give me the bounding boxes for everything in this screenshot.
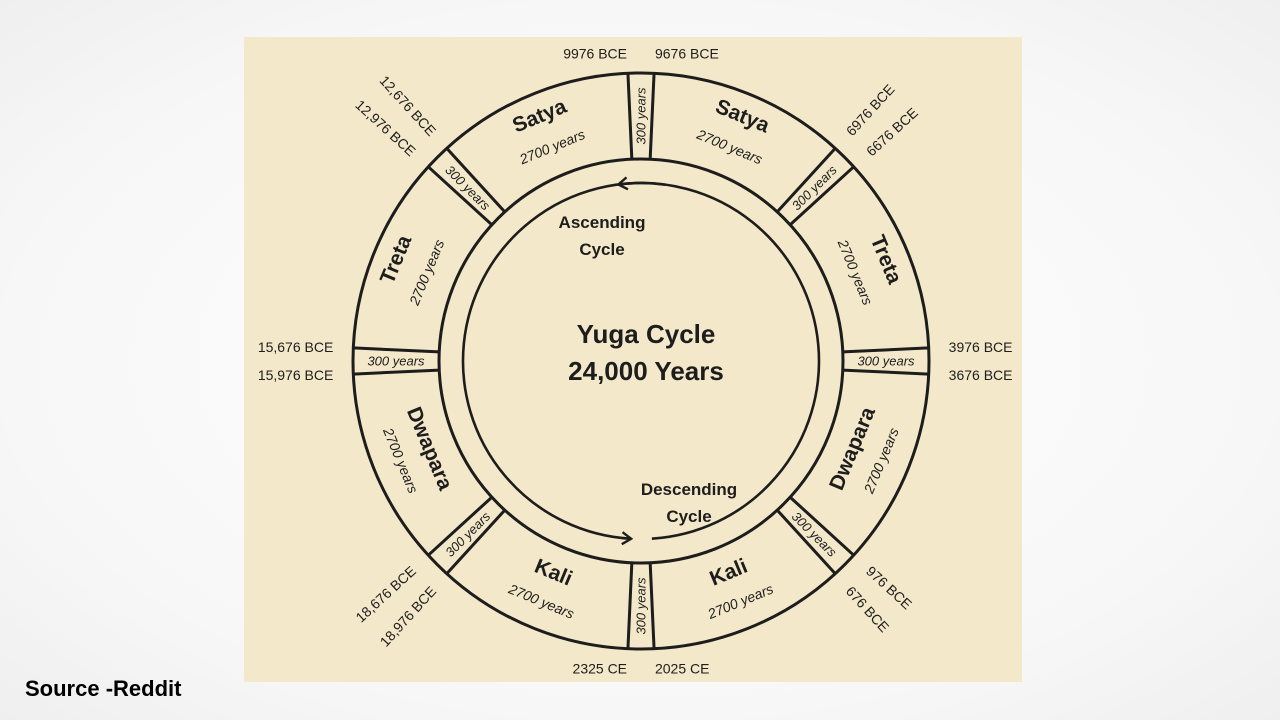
divider-line (789, 496, 855, 557)
divider-line (776, 509, 837, 575)
divider-line (842, 368, 929, 376)
date-label: 9976 BCE (563, 45, 627, 61)
date-label: 15,676 BCE (258, 339, 334, 355)
date-label: 3676 BCE (949, 367, 1013, 383)
divider-line (776, 147, 837, 213)
transition-duration: 300 years (367, 354, 425, 369)
paper-background (244, 37, 1022, 682)
divider-line (842, 346, 929, 354)
date-label: 3976 BCE (949, 339, 1013, 355)
divider-line (427, 496, 493, 557)
yuga-name: Kali (531, 555, 575, 591)
descending-label-line1: Descending (641, 480, 737, 499)
divider-line (445, 509, 506, 575)
transition-duration: 300 years (857, 354, 915, 369)
divider-line (353, 368, 440, 376)
center-title-line1: Yuga Cycle (577, 319, 716, 349)
yuga-name: Kali (706, 555, 750, 591)
source-caption: Source -Reddit (25, 676, 182, 701)
inner-ring (437, 157, 845, 565)
yuga-name: Treta (376, 232, 417, 287)
outer-ring (351, 71, 931, 651)
divider-line (789, 165, 855, 226)
ascending-arrow (616, 176, 821, 540)
date-label: 2025 CE (655, 661, 709, 677)
descending-label-line2: Cycle (666, 507, 711, 526)
divider-line (445, 147, 506, 213)
divider-line (626, 73, 634, 160)
yuga-name: Treta (866, 232, 907, 287)
transition-duration: 300 years (634, 87, 649, 145)
divider-line (353, 346, 440, 354)
transition-duration: 300 years (634, 577, 649, 635)
date-label: 2325 CE (573, 661, 627, 677)
divider-line (427, 165, 493, 226)
date-label: 15,976 BCE (258, 367, 334, 383)
ascending-label-line1: Ascending (559, 213, 646, 232)
date-label: 9676 BCE (655, 45, 719, 61)
divider-line (648, 73, 656, 160)
descending-arrow (461, 181, 666, 546)
center-title-line2: 24,000 Years (568, 356, 724, 386)
divider-line (648, 562, 656, 649)
segment-dividers (353, 73, 929, 649)
ascending-label-line2: Cycle (579, 240, 624, 259)
divider-line (626, 562, 634, 649)
